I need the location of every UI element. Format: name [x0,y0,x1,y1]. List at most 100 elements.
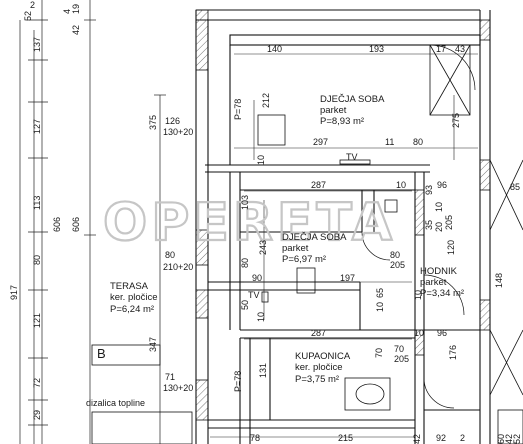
dim-soba2-v-6: 20 [434,222,444,232]
dim-top-room-1: 193 [369,44,384,54]
dim-bottom-right-1: 42 [504,434,514,444]
window-1-width: 126 [165,116,180,126]
dim-left-1-6: 29 [32,410,42,420]
dim-bath-v-4: 70 [394,344,404,354]
door-1-width: 80 [165,250,175,260]
room-area-terasa: P=6,24 m² [110,304,154,315]
dim-soba2-h-2: 96 [437,180,447,190]
dim-hall-v-0: 10 [375,302,385,312]
dim-mid-2: 80 [413,137,423,147]
dim-soba2-v-8: 80 [390,250,400,260]
room-area-kupaonica: P=3,75 m² [295,374,339,385]
dim-right-v-1: 148 [494,273,504,288]
dim-soba2-v-2: 80 [240,258,250,268]
dim-soba2-v-5: 10 [434,202,444,212]
dim-lower-1: 197 [340,273,355,283]
window-2-width: 71 [165,372,175,382]
room-name-djecja-soba-2: DJEČJA SOBA [282,232,347,243]
dim-mid-3: 10 [256,155,266,165]
dim-mid-0: 297 [313,137,328,147]
dim-top-room-0: 140 [267,44,282,54]
dim-lower-0: 90 [252,273,262,283]
walls [195,9,491,444]
dim-soba2-v-4: 35 [424,220,434,230]
dim-bath-h-1: 10 [414,328,424,338]
dim-soba2-v-0: 103 [240,195,250,210]
tv-label-2: TV [248,290,260,300]
dim-top-room-v-1: 212 [261,93,271,108]
dim-left-2-0: 375 [148,115,158,130]
interior-dimension-lines [210,53,478,438]
dim-top-room-2: 17 [436,44,446,54]
dim-left-1-2: 113 [32,196,42,210]
dim-bottom-2: 92 [436,433,446,443]
dim-mid-1: 11 [385,137,394,147]
left-dimension-lines [19,0,166,444]
room-finish-kupaonica: ker. pločice [295,362,343,373]
door-1-height: 210+20 [163,262,193,272]
dim-bottom-3: 2 [460,433,465,443]
dim-left-3-0: 42 [71,25,81,35]
room-finish-djecja-soba-1: parket [320,105,347,116]
dim-bottom-right-0: 60 [496,434,506,444]
room-finish-djecja-soba-2: parket [282,243,309,254]
dim-left-1-5: 72 [32,378,42,388]
dim-bottom-0: 78 [250,433,260,443]
dim-top-room-v-0: P=78 [233,99,243,120]
dim-soba2-h-1: 10 [396,180,406,190]
window-1-height: 130+20 [163,127,193,137]
dimension-text: 2 52 4 19 917 137 127 113 80 121 72 29 3… [9,0,522,444]
room-name-djecja-soba-1: DJEČJA SOBA [320,94,385,105]
dim-right-v-2: 85 [510,182,520,192]
door-swings [361,44,476,409]
dim-soba2-v-3: 93 [424,185,434,195]
dim-hall-v-4: 10 [413,290,423,300]
dim-left-outer: 917 [9,285,19,300]
dim-bath-v-3: P=78 [233,371,243,392]
dim-left-2-2: 606 [71,217,81,232]
room-area-djecja-soba-2: P=6,97 m² [282,254,326,265]
furniture [91,114,398,444]
dim-bath-v-2: 131 [258,363,268,378]
dim-bath-h-2: 96 [437,328,447,338]
room-finish-terasa: ker. pločice [110,292,158,303]
dim-top-room-v-2: 275 [451,113,461,128]
dim-top-1: 2 [30,0,35,10]
dim-left-1-3: 80 [32,255,42,265]
room-name-kupaonica: KUPAONICA [295,351,351,362]
dim-bath-v-6: 176 [448,345,458,360]
dim-bath-v-1: 70 [374,348,384,358]
dim-soba2-v-9: 205 [390,260,405,270]
tv-label-1: TV [346,152,358,162]
dim-top-3: 4 [62,9,72,14]
room-area-hodnik: P=3,34 m² [420,288,464,299]
section-marker: B [97,346,106,361]
dim-bath-v-0: 347 [148,337,158,352]
room-labels: DJEČJA SOBA parket P=8,93 m² DJEČJA SOBA… [110,94,464,385]
dim-soba2-h-0: 287 [311,180,326,190]
dim-bottom-right-2: 52 [512,434,522,444]
dim-soba2-v-7: 205 [444,215,454,230]
dim-hall-v-3: 10 [256,312,266,322]
dim-bath-v-5: 205 [394,354,409,364]
dim-bottom-right-3: 42 [412,434,422,444]
dim-soba2-v-1: 243 [258,240,268,255]
dim-right-v-0: 120 [446,240,456,255]
dim-left-2-1: 606 [52,217,62,232]
room-name-hodnik: HODNIK [420,266,458,277]
hatched-walls [195,9,491,421]
room-finish-hodnik: parket [420,277,447,288]
dim-top-2: 52 [23,11,33,21]
window-2-height: 130+20 [163,383,193,393]
watermark: OPERETA [103,193,396,253]
dim-hall-v-2: 50 [240,300,250,310]
stair-block [429,44,523,444]
dim-left-1-4: 121 [32,313,42,328]
dim-bath-h-0: 287 [311,328,326,338]
dim-left-1-0: 137 [32,37,42,52]
dim-top-4: 19 [71,4,81,14]
heat-pump-label: dizalica topline [86,398,145,408]
dim-hall-v-1: 65 [375,288,385,298]
dim-left-1-1: 127 [32,119,42,134]
